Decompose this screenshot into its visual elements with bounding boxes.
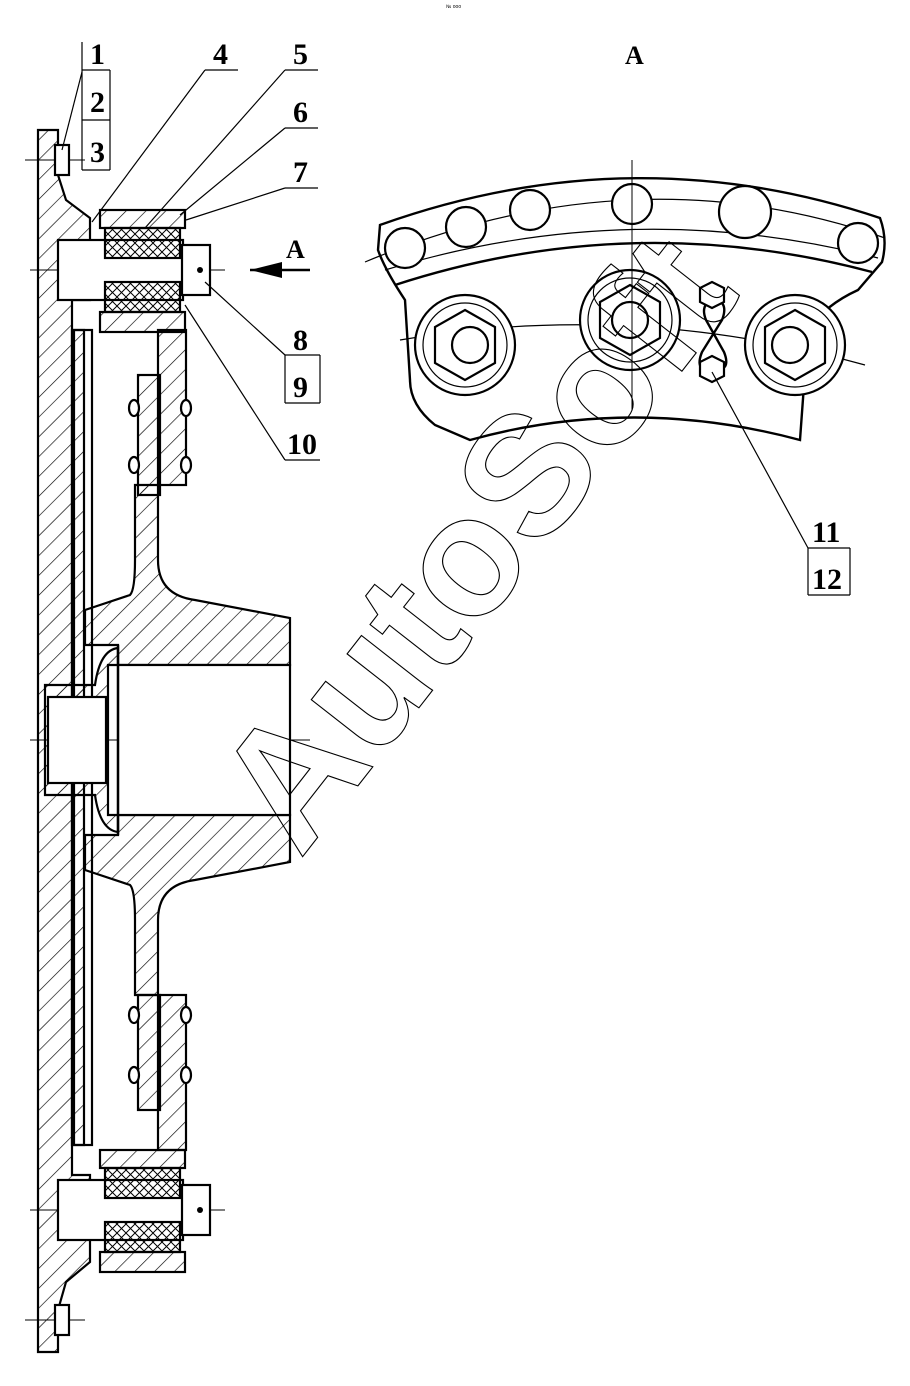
callout-2: 2	[90, 86, 105, 119]
rubber-bush-top-lower	[103, 280, 182, 314]
nut-bottom	[180, 1183, 212, 1237]
view-a: A	[364, 41, 886, 442]
clamp-ring-top-outer	[98, 208, 187, 230]
bolt-head-right	[743, 293, 847, 397]
clamp-ring-top-inner	[98, 310, 187, 334]
rivet-block-top	[136, 373, 162, 497]
rubber-bush-top-upper	[103, 226, 182, 260]
leaders	[61, 42, 851, 596]
callout-7: 7	[293, 156, 308, 189]
locking-wire	[698, 280, 728, 384]
callout-labels: 1 2 3 4 5 6 7 8 9 10 11 12	[90, 38, 842, 596]
callout-9: 9	[293, 371, 308, 404]
view-label: A	[625, 41, 644, 70]
bolt-head-center	[578, 268, 682, 372]
section-view	[25, 128, 310, 1354]
callout-11: 11	[812, 516, 840, 549]
screw-top	[53, 143, 71, 177]
rivet-block-bottom	[136, 993, 162, 1112]
bolt-head-left	[413, 293, 517, 397]
callout-3: 3	[90, 136, 105, 169]
arrow-label: A	[286, 235, 305, 264]
callout-12: 12	[812, 563, 842, 596]
segment-inner-arc-1	[394, 241, 873, 287]
header-small-text: № ооо	[446, 4, 461, 10]
callout-4: 4	[213, 38, 228, 71]
nut-top	[180, 243, 212, 297]
screw-bottom	[53, 1303, 71, 1337]
callout-6: 6	[293, 96, 308, 129]
rubber-bush-bottom-lower	[103, 1220, 182, 1254]
callout-5: 5	[293, 38, 308, 71]
view-arrow: A	[250, 235, 310, 278]
rubber-bush-bottom-upper	[103, 1166, 182, 1200]
nut-bottom-pin	[197, 1207, 203, 1213]
centering-sleeve-bore	[46, 695, 108, 785]
hub-upper	[83, 483, 292, 667]
callout-1: 1	[90, 38, 105, 71]
callout-8: 8	[293, 324, 308, 357]
hub-lower	[83, 813, 292, 997]
clamp-ring-bottom-outer	[98, 1148, 187, 1170]
rivets	[127, 398, 193, 1085]
nut-top-pin	[197, 267, 203, 273]
clamp-ring-bottom-inner	[98, 1250, 187, 1274]
callout-10: 10	[287, 428, 317, 461]
